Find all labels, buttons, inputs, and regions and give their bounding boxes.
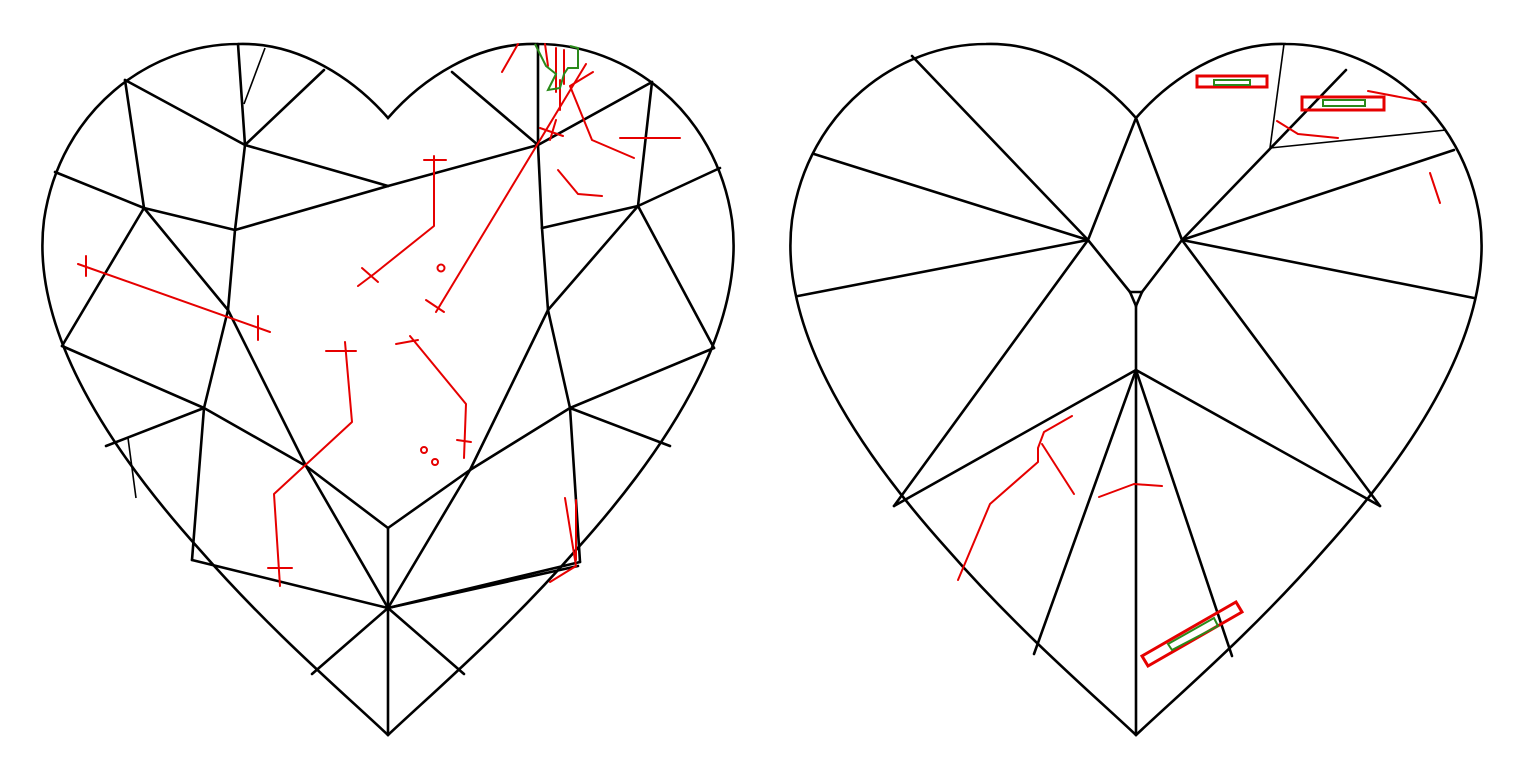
feather-inclusion	[425, 63, 587, 313]
feather-inclusion	[1429, 172, 1441, 204]
pavilion-inclusions	[957, 74, 1441, 669]
cloud-inclusion	[501, 43, 681, 583]
pavilion-facets	[796, 43, 1476, 737]
pinpoint-inclusion	[436, 263, 446, 273]
feather-inclusion	[1276, 120, 1339, 139]
pinpoint-inclusion	[431, 458, 439, 466]
feather-inclusion	[267, 341, 357, 587]
pavilion-view-diagram	[789, 42, 1483, 737]
pinpoint-inclusion	[420, 446, 428, 454]
crown-facets	[53, 42, 722, 737]
natural-inclusion	[1195, 74, 1269, 89]
feather-inclusion	[1098, 483, 1163, 498]
feather-inclusion	[1367, 90, 1427, 103]
crown-view-diagram	[41, 42, 735, 737]
natural-inclusion	[1300, 95, 1386, 112]
feather-inclusion	[77, 255, 271, 341]
feather-inclusion	[957, 415, 1075, 581]
natural-inclusion	[1139, 599, 1245, 669]
crown-inclusions	[77, 43, 681, 587]
feather-inclusion	[395, 335, 472, 459]
feather-inclusion	[357, 155, 447, 287]
